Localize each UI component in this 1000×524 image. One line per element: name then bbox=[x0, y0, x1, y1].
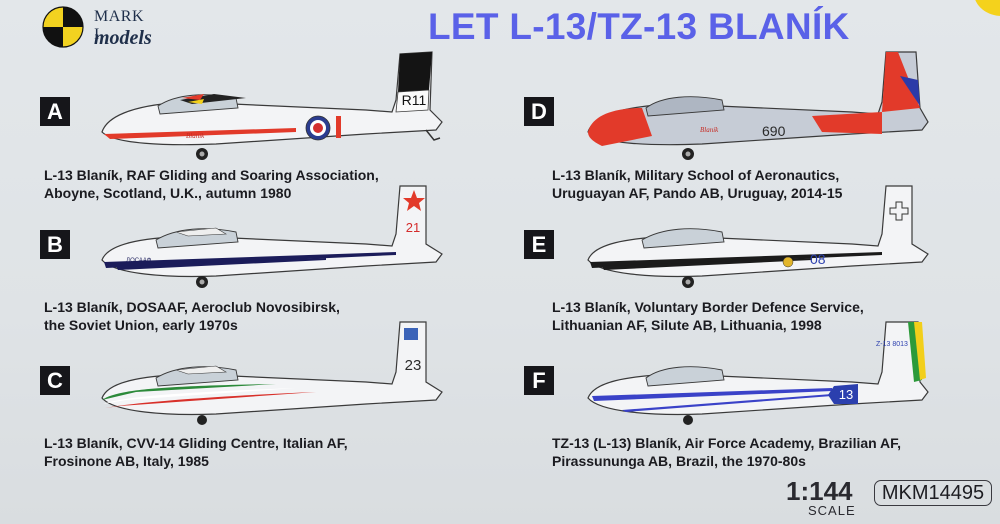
fuselage-text-b2: Blaník bbox=[192, 260, 208, 266]
caption-line1-c: L-13 Blaník, CVV-14 Gliding Centre, Ital… bbox=[44, 435, 348, 451]
side-number-e: 08 bbox=[810, 251, 826, 267]
scale-label: SCALE bbox=[808, 503, 856, 518]
caption-line1-a: L-13 Blaník, RAF Gliding and Soaring Ass… bbox=[44, 167, 379, 183]
glider-profile-f: Z-13 8013 13 bbox=[587, 321, 929, 425]
variant-caption-e: L-13 Blaník, Voluntary Border Defence Se… bbox=[552, 298, 864, 334]
product-code: MKM14495 bbox=[874, 480, 992, 506]
caption-line1-d: L-13 Blaník, Military School of Aeronaut… bbox=[552, 167, 840, 183]
variant-caption-b: L-13 Blaník, DOSAAF, Aeroclub Novosibirs… bbox=[44, 298, 340, 334]
caption-line1-e: L-13 Blaník, Voluntary Border Defence Se… bbox=[552, 299, 864, 315]
scale-value: 1:144 bbox=[786, 476, 853, 506]
fuselage-text-d: Blaník bbox=[700, 126, 719, 134]
variant-letter-e: E bbox=[524, 230, 554, 259]
fuselage-text-a: Blaník bbox=[186, 132, 205, 140]
variant-caption-f: TZ-13 (L-13) Blaník, Air Force Academy, … bbox=[552, 434, 901, 470]
glider-profile-d: Blaník 690 bbox=[587, 51, 929, 160]
caption-line2-d: Uruguayan AF, Pando AB, Uruguay, 2014-15 bbox=[552, 185, 843, 201]
caption-line2-c: Frosinone AB, Italy, 1985 bbox=[44, 453, 209, 469]
brand-logo: MARK I. models bbox=[38, 2, 158, 54]
glider-profile-b: 21 ДОСААФ Blaník bbox=[101, 185, 443, 288]
tail-code-b: 21 bbox=[406, 220, 420, 235]
variant-letter-a: A bbox=[40, 97, 70, 126]
glider-profile-e: 08 bbox=[587, 185, 929, 288]
caption-line2-a: Aboyne, Scotland, U.K., autumn 1980 bbox=[44, 185, 292, 201]
variant-caption-d: L-13 Blaník, Military School of Aeronaut… bbox=[552, 166, 842, 202]
variant-caption-c: L-13 Blaník, CVV-14 Gliding Centre, Ital… bbox=[44, 434, 348, 470]
tail-code-a: R11 bbox=[402, 92, 427, 108]
tail-code-f: Z-13 8013 bbox=[876, 341, 908, 348]
brand-line2: models bbox=[94, 27, 152, 49]
side-number-d: 690 bbox=[762, 123, 786, 139]
variant-letter-d: D bbox=[524, 97, 554, 126]
glider-profile-a: R11 Blaník bbox=[101, 51, 443, 160]
brand-roundel-icon bbox=[42, 6, 84, 48]
brand-line1: MARK I. bbox=[94, 8, 145, 43]
side-number-f: 13 bbox=[839, 387, 853, 402]
fuselage-text-b: ДОСААФ bbox=[126, 258, 152, 264]
caption-line1-f: TZ-13 (L-13) Blaník, Air Force Academy, … bbox=[552, 435, 902, 451]
tail-code-c: 23 bbox=[405, 357, 422, 374]
variant-letter-b: B bbox=[40, 230, 70, 259]
corner-tab bbox=[974, 0, 1000, 16]
caption-line1-b: L-13 Blaník, DOSAAF, Aeroclub Novosibirs… bbox=[44, 299, 340, 315]
variant-caption-a: L-13 Blaník, RAF Gliding and Soaring Ass… bbox=[44, 166, 379, 202]
glider-profile-c: 23 bbox=[101, 321, 443, 425]
caption-line2-b: the Soviet Union, early 1970s bbox=[44, 317, 238, 333]
variant-letter-c: C bbox=[40, 366, 70, 395]
page-title: LET L-13/TZ-13 BLANÍK bbox=[428, 6, 850, 47]
caption-line2-e: Lithuanian AF, Silute AB, Lithuania, 199… bbox=[552, 317, 822, 333]
caption-line2-f: Pirassununga AB, Brazil, the 1970-80s bbox=[552, 453, 806, 469]
variant-letter-f: F bbox=[524, 366, 554, 395]
